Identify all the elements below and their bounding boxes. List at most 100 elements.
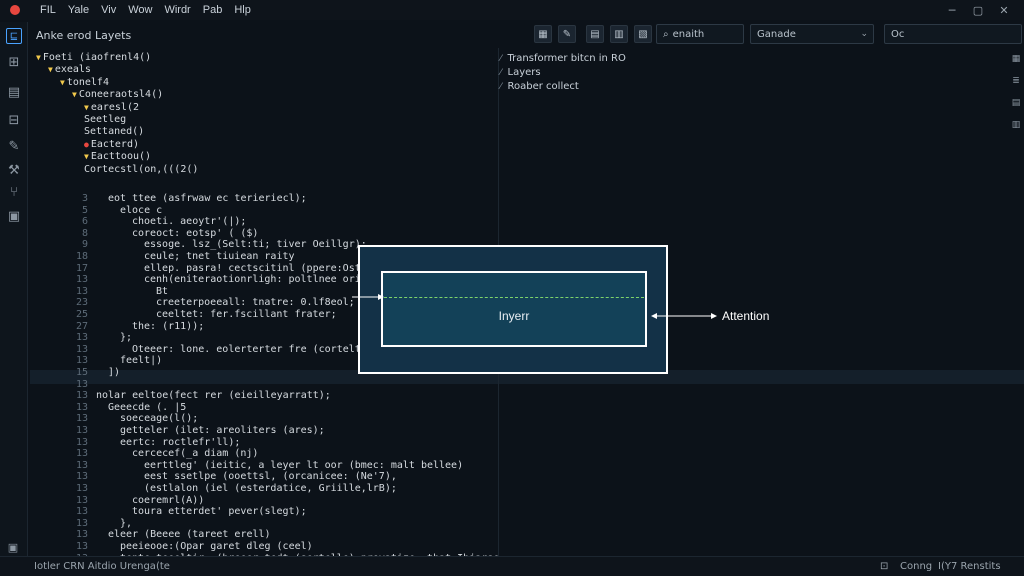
code-line[interactable]: 13 — [30, 379, 498, 391]
menu-file[interactable]: FIL — [40, 4, 56, 16]
toolbar-layout-icon[interactable]: ▧ — [634, 25, 652, 43]
outline-item[interactable]: ⁄Transformer bitcn in RO — [500, 52, 626, 66]
code-line[interactable]: 13}; — [30, 332, 498, 344]
diagram-inner-box — [381, 271, 647, 347]
document-icon[interactable]: ▤ — [7, 84, 21, 100]
tree-item-label: Coneeraotsl4() — [78, 89, 164, 101]
menu-view[interactable]: Viv — [101, 4, 117, 16]
toolbar-grid-icon[interactable]: ▦ — [534, 25, 552, 43]
caret-down-icon[interactable]: ▼ — [72, 90, 77, 100]
terminal-icon[interactable]: ▣ — [7, 208, 21, 224]
code-text: nolar eeltoe(fect rer (eieilleyarratt); — [96, 390, 331, 402]
extensions-icon[interactable]: ⊞ — [8, 54, 20, 70]
outline-label: Layers — [507, 67, 541, 78]
toolbar-pen-icon[interactable]: ✎ — [558, 25, 576, 43]
caret-down-icon[interactable]: ▼ — [36, 53, 41, 62]
tree-item[interactable]: ▼earesl(2 — [84, 102, 139, 114]
branch-icon[interactable]: ⑂ — [10, 184, 18, 200]
menu-tab[interactable]: Pab — [202, 4, 223, 16]
menu-help[interactable]: Hlp — [234, 4, 251, 16]
outline-item[interactable]: ⁄Layers — [500, 66, 541, 80]
code-text: cenh(eniteraotionrligh: poltlnee oriliee… — [144, 274, 498, 286]
caret-down-icon[interactable]: ▼ — [84, 152, 89, 162]
tree-item[interactable]: ▼Eacttoou() — [84, 151, 151, 163]
menu-edit[interactable]: Yale — [67, 4, 90, 16]
tree-item[interactable]: ●Eacterd) — [84, 139, 139, 151]
grid-icon[interactable]: ⊟ — [8, 112, 20, 128]
title-bar: FIL Yale Viv Wow Wirdr Pab Hlp ─ ▢ ✕ — [0, 0, 1024, 20]
panel-icon[interactable]: ▤ — [1011, 98, 1021, 108]
close-icon[interactable]: ✕ — [999, 3, 1009, 17]
outline-item[interactable]: ⁄Roaber collect — [500, 80, 579, 94]
minimize-icon[interactable]: ─ — [948, 3, 956, 17]
code-line[interactable]: 13}, — [30, 518, 498, 530]
settings-icon[interactable]: ▣ — [7, 540, 19, 554]
code-text: coreoct: eotsp' ( ($) — [132, 227, 259, 239]
explorer-icon[interactable]: ⊑ — [6, 28, 22, 44]
line-number: 13 — [60, 553, 88, 556]
layers-icon[interactable]: ≣ — [1012, 76, 1020, 86]
code-line[interactable]: 15]) — [30, 367, 498, 379]
tree-item[interactable]: Settaned() — [84, 126, 144, 138]
code-line[interactable]: 13(estlalon (iel (esterdatice, Griille,l… — [30, 483, 498, 495]
brush-icon[interactable]: ✎ — [8, 138, 20, 154]
status-encoding[interactable]: Conng — [900, 561, 933, 572]
caret-down-icon[interactable]: ▼ — [60, 77, 65, 87]
search-input[interactable]: ⌕ enaith — [656, 24, 744, 44]
tree-item[interactable]: Cortecstl(on,(((2() — [84, 164, 198, 176]
menu-window[interactable]: Wow — [128, 4, 153, 16]
wrench-icon[interactable]: ⚒ — [8, 162, 20, 178]
tree-item[interactable]: ▼Coneeraotsl4() — [72, 89, 163, 101]
caret-down-icon[interactable]: ▼ — [48, 65, 53, 75]
line-number: 13 — [75, 378, 88, 390]
filter-input[interactable]: Oc — [884, 24, 1022, 44]
caret-down-icon[interactable]: ▼ — [84, 102, 89, 112]
tree-item[interactable]: ▼tonelf4 — [60, 77, 109, 89]
code-text: (estlalon (iel (esterdatice, Griille,lrB… — [144, 483, 397, 494]
status-info[interactable]: I(Y7 Renstits — [938, 561, 1001, 572]
maximize-icon[interactable]: ▢ — [972, 3, 984, 17]
attention-label: Attention — [722, 309, 770, 323]
mode-dropdown[interactable]: Ganade ⌄ — [750, 24, 874, 44]
menu-window-2[interactable]: Wirdr — [164, 4, 191, 16]
code-line[interactable]: 13tente teeeltir, (breeer tedt (sertelle… — [30, 553, 498, 556]
code-text: eloce c — [120, 204, 163, 216]
tree-item[interactable]: ▼exeals — [48, 64, 91, 76]
code-text: ellep. pasra! cectscitinl (ppere:Ost (er… — [144, 262, 464, 274]
toolbar-split-icon[interactable]: ▥ — [610, 25, 628, 43]
tree-item[interactable]: ▼Foeti (iaofrenl4() — [36, 52, 151, 64]
grid-icon[interactable]: ▦ — [1011, 54, 1021, 64]
tree-item[interactable]: Seetleg — [84, 114, 126, 126]
tree-item-label: Cortecstl(on,(((2() — [84, 163, 199, 175]
sidebar-icon[interactable]: ▥ — [1011, 120, 1021, 130]
code-editor[interactable]: ▼Foeti (iaofrenl4()▼exeals▼tonelf4▼Conee… — [30, 48, 498, 556]
outline-panel: ⁄Transformer bitcn in RO ⁄Layers ⁄Roaber… — [500, 50, 1000, 100]
toolbar-list-icon[interactable]: ▤ — [586, 25, 604, 43]
